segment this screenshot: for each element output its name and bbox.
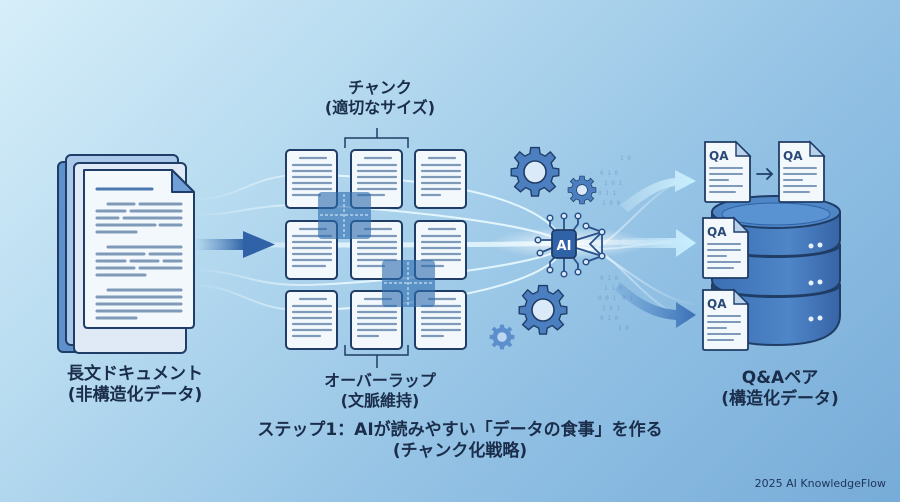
gear-icon	[489, 146, 597, 350]
svg-text:1 0 0: 1 0 0	[602, 200, 620, 207]
ai-chip-icon: AI	[534, 212, 606, 278]
document-stack-icon	[57, 154, 195, 354]
step-caption: ステップ1：AIが読みやすい「データの食事」を作る (チャンク化戦略)	[200, 420, 720, 463]
svg-text:0 1 0: 0 1 0	[600, 275, 618, 282]
svg-text:QA: QA	[707, 297, 727, 311]
svg-text:1 0 1: 1 0 1	[604, 180, 622, 187]
source-label: 長文ドキュメント (非構造化データ)	[40, 364, 230, 407]
svg-text:1 1 0: 1 1 0	[604, 285, 622, 292]
chunk-label: チャンク (適切なサイズ)	[295, 78, 465, 118]
svg-text:0 0 1: 0 0 1	[598, 295, 616, 302]
step-caption-line2: (チャンク化戦略)	[392, 441, 528, 462]
output-subtitle: (構造化データ)	[721, 389, 839, 410]
svg-text:0 1 0: 0 1 0	[600, 170, 618, 177]
overlap-title: オーバーラップ	[324, 371, 436, 390]
svg-text:QA: QA	[783, 149, 803, 163]
svg-text:AI: AI	[557, 239, 572, 254]
svg-text:QA: QA	[707, 225, 727, 239]
source-subtitle: (非構造化データ)	[67, 385, 203, 406]
overlap-label: オーバーラップ (文脈維持)	[300, 371, 460, 411]
output-label: Q&Aペア (構造化データ)	[700, 368, 860, 411]
output-title: Q&Aペア	[741, 368, 819, 388]
footer-credit: 2025 AI KnowledgeFlow	[754, 477, 886, 490]
svg-text:QA: QA	[709, 149, 729, 163]
source-title: 長文ドキュメント	[67, 364, 203, 384]
qa-cards: QA QA QA QA	[702, 140, 826, 351]
output-arrows	[615, 170, 696, 328]
svg-text:1 0: 1 0	[618, 325, 629, 332]
svg-text:0 1 1: 0 1 1	[598, 190, 616, 197]
overlap-subtitle: (文脈維持)	[340, 391, 420, 410]
chunk-grid-icon	[285, 128, 467, 368]
arrow-right-icon	[756, 168, 774, 180]
svg-text:0 1 0: 0 1 0	[600, 315, 618, 322]
overlap-region	[318, 192, 435, 307]
chunk-title: チャンク	[348, 78, 412, 97]
svg-text:1 0 1: 1 0 1	[602, 305, 620, 312]
flow-arrow-icon	[195, 231, 275, 258]
step-caption-line1: ステップ1：AIが読みやすい「データの食事」を作る	[257, 420, 663, 440]
svg-text:1 0: 1 0	[620, 155, 631, 162]
chunk-subtitle: (適切なサイズ)	[324, 98, 436, 117]
